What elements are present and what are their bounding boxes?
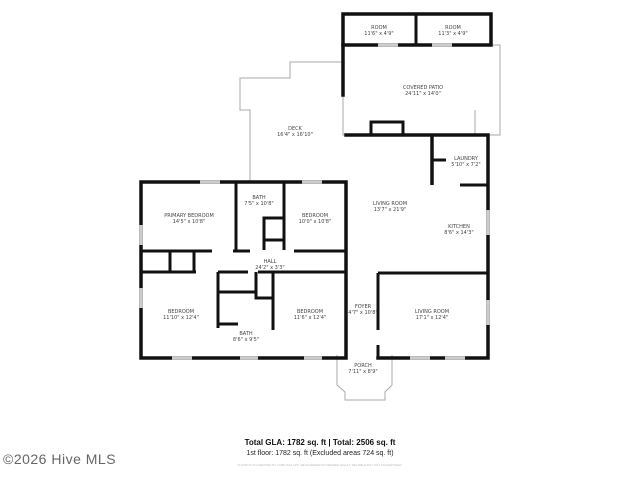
room-label: LIVING ROOM: [373, 201, 407, 207]
floor-area: 1st floor: 1782 sq. ft (Excluded areas 7…: [246, 450, 394, 457]
svg-text:24'11" x 14'0": 24'11" x 14'0": [405, 91, 441, 97]
room-label: DECK: [288, 126, 303, 132]
room-label: BATH: [252, 195, 266, 201]
svg-text:11'3" x 4'9": 11'3" x 4'9": [438, 31, 467, 37]
svg-text:17'1" x 12'4": 17'1" x 12'4": [416, 315, 449, 321]
room-label: PRIMARY BEDROOM: [164, 213, 214, 219]
svg-text:10'0" x 10'8": 10'0" x 10'8": [299, 219, 332, 225]
svg-text:8'6" x 14'3": 8'6" x 14'3": [444, 230, 473, 236]
room-label: HALL: [264, 259, 277, 265]
patio-outline: [342, 44, 501, 136]
svg-text:24'2" x 3'3": 24'2" x 3'3": [255, 265, 284, 271]
watermark: ©2026 Hive MLS: [3, 451, 117, 467]
svg-text:8'6" x 9'5": 8'6" x 9'5": [233, 337, 259, 343]
svg-text:5'10" x 7'2": 5'10" x 7'2": [451, 162, 480, 168]
svg-text:11'6" x 4'9": 11'6" x 4'9": [364, 31, 393, 37]
room-label: ROOM: [445, 25, 461, 31]
room-label: BEDROOM: [302, 213, 328, 219]
svg-text:16'4" x 16'10": 16'4" x 16'10": [277, 132, 313, 138]
room-label: COVERED PATIO: [403, 85, 443, 91]
fireplace: [369, 120, 405, 137]
room-label: PORCH: [354, 363, 372, 369]
disclaimer: FLOOR PLAN CREATED BY CUBICASA APP. MEAS…: [237, 463, 403, 467]
room-label: ROOM: [371, 25, 387, 31]
svg-text:13'7" x 21'9": 13'7" x 21'9": [374, 207, 407, 213]
room-label: BEDROOM: [297, 309, 323, 315]
room-labels: ROOM 11'6" x 4'9" ROOM 11'3" x 4'9" COVE…: [163, 25, 481, 375]
porch-outline: [336, 355, 393, 401]
svg-text:7'11" x 8'9": 7'11" x 8'9": [348, 369, 377, 375]
room-label: BEDROOM: [168, 309, 194, 315]
svg-text:7'5" x 10'8": 7'5" x 10'8": [244, 201, 273, 207]
svg-text:14'5" x 10'8": 14'5" x 10'8": [173, 219, 206, 225]
room-label: KITCHEN: [448, 224, 470, 230]
main-walls: [344, 133, 490, 360]
svg-text:11'10" x 12'4": 11'10" x 12'4": [163, 315, 199, 321]
svg-text:4'7" x 10'8": 4'7" x 10'8": [348, 310, 377, 316]
room-label: LIVING ROOM: [415, 309, 449, 315]
room-label: FOYER: [355, 304, 372, 310]
room-label: LAUNDRY: [454, 156, 479, 162]
svg-text:11'6" x 12'4": 11'6" x 12'4": [294, 315, 327, 321]
deck-outline: [239, 61, 345, 182]
room-label: BATH: [239, 331, 253, 337]
total-area: Total GLA: 1782 sq. ft | Total: 2506 sq.…: [244, 438, 396, 447]
